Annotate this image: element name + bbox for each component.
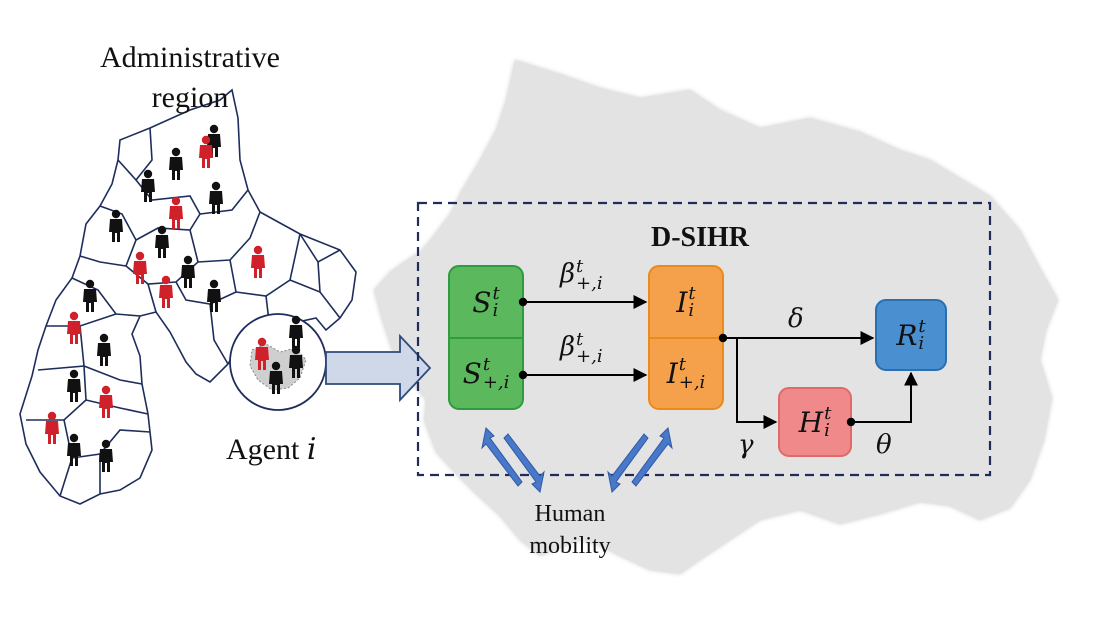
compartment-s-sub: i — [492, 300, 499, 321]
compartment-h-sup: t — [824, 402, 832, 424]
compartment-s-plus-sup: t — [482, 354, 491, 376]
rate-beta-top-symbol: β — [560, 259, 576, 290]
region-title-line2: region — [151, 81, 229, 114]
compartment-i-plus-sup: t — [678, 354, 686, 376]
compartment-r-symbol: R — [896, 318, 918, 352]
transition-arrows — [518, 295, 918, 429]
compartment-i-plus-symbol: I — [666, 357, 678, 390]
rate-delta: δ — [788, 304, 804, 334]
compartment-r-sup: t — [918, 315, 926, 337]
rate-beta-bottom-symbol: β — [560, 332, 576, 363]
rate-beta-bottom-sub: +,i — [576, 346, 603, 368]
agent-symbol: i — [306, 432, 317, 467]
compartment-i-plus: I t+,i — [649, 338, 723, 409]
mobility-arrows — [481, 426, 673, 494]
region-title-line1: Administrative — [100, 41, 280, 74]
compartment-i-sup: t — [688, 282, 696, 304]
compartment-i-sub: i — [688, 300, 695, 321]
mobility-label-line1: Human — [534, 501, 606, 527]
compartment-i-symbol: I — [676, 285, 688, 319]
rate-beta-top-sub: +,i — [576, 273, 603, 295]
compartment-s-sup: t — [492, 282, 500, 304]
mobility-label: Human mobility — [500, 498, 640, 562]
zoom-arrow — [325, 333, 432, 403]
compartment-h-sub: i — [824, 420, 830, 441]
compartment-s-plus-sub: +,i — [482, 371, 510, 393]
rate-beta-bottom-sup: t — [576, 329, 584, 350]
agent-circle — [229, 313, 327, 411]
compartment-s-plus: S t+,i — [449, 338, 523, 409]
compartment-i-plus-sub: +,i — [678, 371, 706, 393]
mobility-label-line2: mobility — [529, 533, 611, 559]
rate-theta: θ — [876, 430, 892, 460]
agent-label: Agent i — [226, 432, 346, 468]
rate-gamma: γ — [738, 430, 754, 460]
agent-label-text: Agent — [226, 433, 300, 466]
model-title: D-SIHR — [650, 222, 749, 253]
compartment-s-symbol: S — [472, 285, 492, 319]
compartment-h-symbol: H — [798, 405, 824, 439]
rate-beta-top-sup: t — [576, 256, 584, 277]
region-title: Administrative region — [60, 38, 320, 118]
model-frame — [416, 201, 992, 477]
compartment-boxes — [448, 265, 947, 457]
compartment-r-sub: i — [918, 333, 925, 354]
compartment-s-plus-symbol: S — [462, 357, 482, 390]
